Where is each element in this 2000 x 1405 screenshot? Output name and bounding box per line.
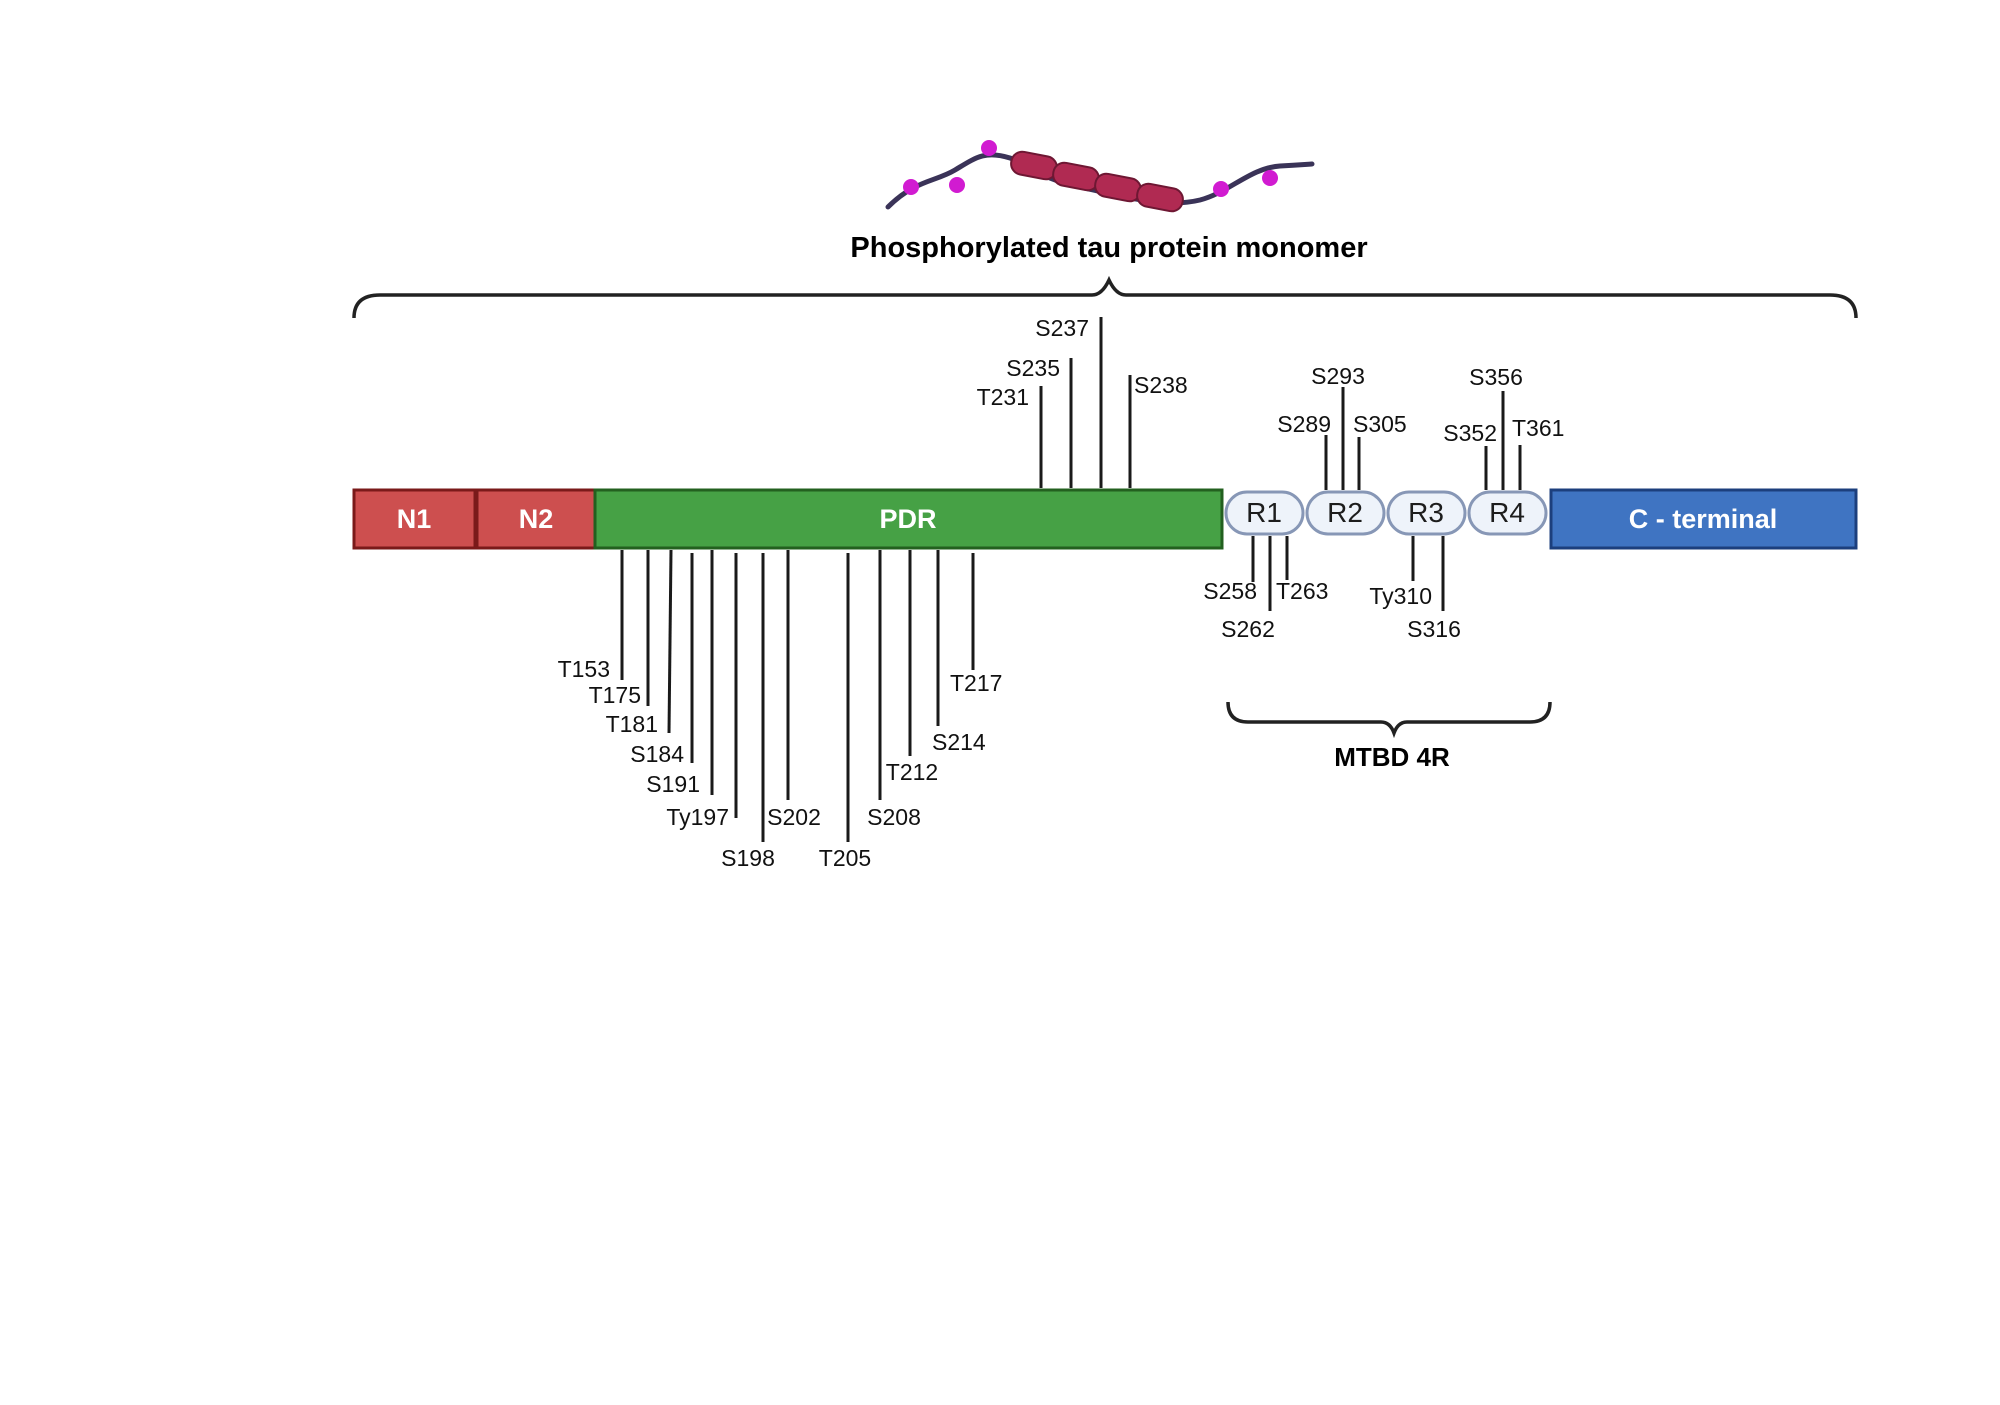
sites-below-group: T153 T175 T181 S184 S191 Ty197 S198 S202… [558,536,1461,871]
phosphate-dot [1262,170,1278,186]
site-label: T205 [819,845,871,871]
site-label: S238 [1134,372,1188,398]
site-label: T175 [589,682,641,708]
n1-label: N1 [397,504,432,534]
n2-label: N2 [519,504,554,534]
r3-label: R3 [1408,497,1444,528]
mtbd-brace [1226,701,1552,739]
pdr-label: PDR [879,504,936,534]
site-label: T263 [1276,578,1328,604]
domain-bar: N1 N2 PDR R1 R2 R3 R4 C - terminal [352,488,1858,550]
mtbd-label: MTBD 4R [1334,742,1450,772]
helix-segment [1052,161,1100,192]
site-label: S202 [767,804,821,830]
r2-label: R2 [1327,497,1363,528]
phosphate-dot [903,179,919,195]
r2-repeat [1305,490,1386,536]
site-label: S262 [1221,616,1275,642]
site-label: S208 [867,804,921,830]
phosphate-dot [949,177,965,193]
phosphate-dot [981,140,997,156]
site-label: T212 [886,759,938,785]
n2-domain [475,488,597,550]
site-label: T181 [606,711,658,737]
pdr-domain [593,488,1224,550]
site-label: S352 [1443,420,1497,446]
site-label: S289 [1277,411,1331,437]
r1-repeat [1224,490,1305,536]
site-line [667,549,673,734]
r1-label: R1 [1246,497,1282,528]
helix-segment [1094,172,1142,203]
helix-segment [1136,182,1184,213]
site-label: T361 [1512,415,1564,441]
n1-domain [352,488,477,550]
site-label: Ty197 [666,804,729,830]
site-label: S305 [1353,411,1407,437]
site-label: Ty310 [1369,583,1432,609]
site-label: S237 [1035,315,1089,341]
site-label: S235 [1006,355,1060,381]
site-label: T217 [950,670,1002,696]
site-label: S356 [1469,364,1523,390]
site-label: S184 [630,741,684,767]
phosphate-dot [1213,181,1229,197]
site-label: S191 [646,771,700,797]
r4-repeat [1467,490,1548,536]
r4-label: R4 [1489,497,1525,528]
site-label: S293 [1311,363,1365,389]
site-label: S214 [932,729,986,755]
site-label: S316 [1407,616,1461,642]
top-brace [352,275,1858,319]
site-label: T153 [558,656,610,682]
site-label: S258 [1203,578,1257,604]
helix-segment [1010,150,1058,181]
tau-monomer-icon [885,140,1315,213]
sites-above-group: T231 S235 S237 S238 S289 S293 S305 S352 … [977,315,1564,490]
diagram-title: Phosphorylated tau protein monomer [850,232,1367,264]
c-terminal-label: C - terminal [1629,504,1778,534]
r3-repeat [1386,490,1467,536]
site-label: S198 [721,845,775,871]
site-label: T231 [977,384,1029,410]
c-terminal-domain [1549,488,1858,550]
